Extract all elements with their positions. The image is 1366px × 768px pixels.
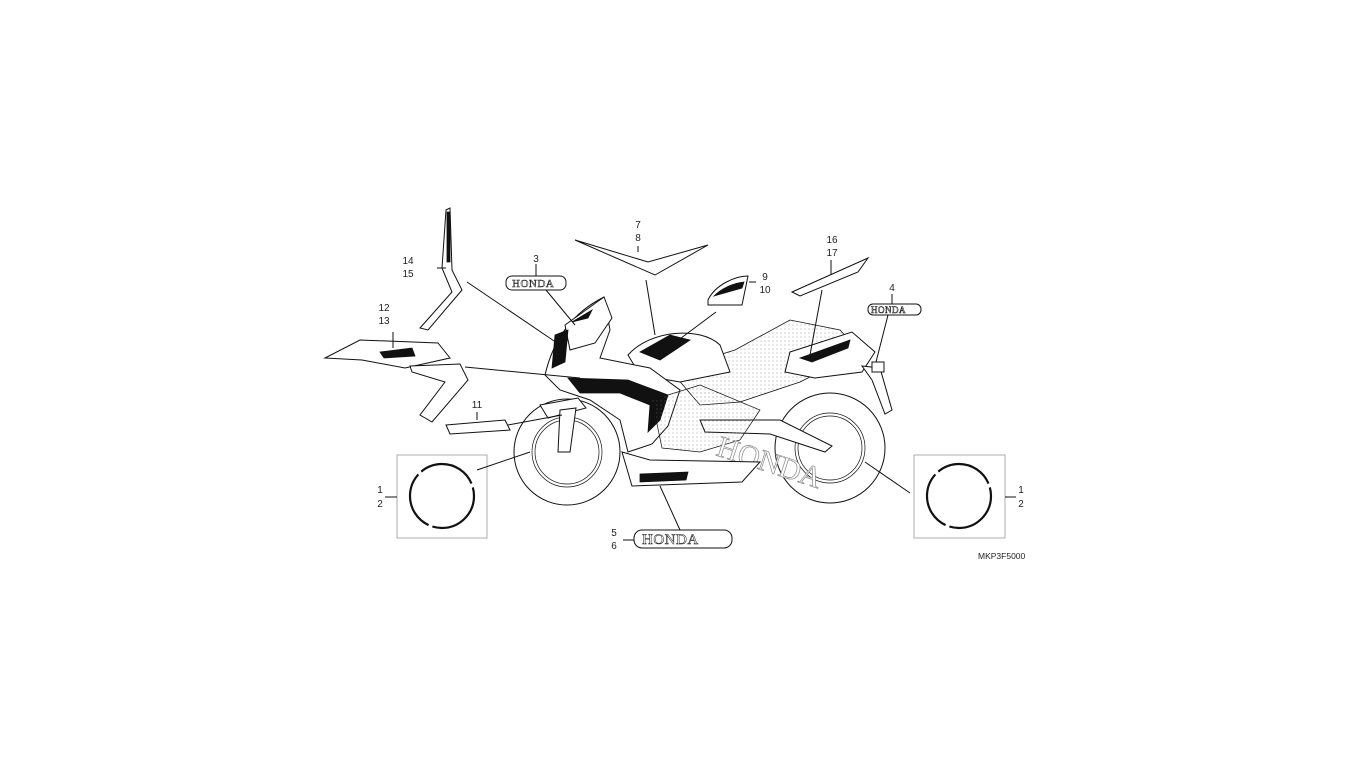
- callout-12-13: 12 13: [378, 303, 390, 327]
- callout-1-2-left: 1 2: [377, 485, 383, 510]
- callout-3: 3: [533, 254, 539, 265]
- callout-7-8: 7 8: [635, 220, 641, 244]
- leader-lines: [385, 246, 1016, 541]
- svg-text:2: 2: [377, 499, 383, 510]
- svg-text:1: 1: [377, 485, 383, 496]
- decal-cbr-emblem: [445, 419, 511, 435]
- motorcycle-illustration: HONDA: [513, 296, 893, 506]
- svg-text:15: 15: [402, 269, 414, 280]
- svg-text:3: 3: [533, 254, 539, 265]
- decal-tank-chevron: [574, 239, 709, 276]
- emblem-text-4: HONDA: [871, 305, 906, 315]
- callout-9-10: 9 10: [759, 272, 771, 296]
- callout-1-2-right: 1 2: [1018, 485, 1024, 510]
- decal-side-stripe-lower: [409, 363, 469, 423]
- svg-text:13: 13: [378, 316, 390, 327]
- emblem-text-5: HONDA: [642, 532, 699, 548]
- svg-text:7: 7: [635, 220, 641, 231]
- rim-stripe-left: [408, 462, 476, 530]
- svg-text:1: 1: [1018, 485, 1024, 496]
- callout-11: 11: [472, 400, 483, 411]
- svg-text:11: 11: [472, 400, 483, 411]
- decal-upper-stripe: [419, 207, 463, 331]
- svg-text:6: 6: [611, 541, 617, 552]
- svg-text:2: 2: [1018, 499, 1024, 510]
- svg-text:4: 4: [889, 283, 895, 294]
- decal-tail-stripe: [790, 256, 870, 297]
- svg-text:17: 17: [826, 248, 838, 259]
- decal-honda-emblem-4: [867, 303, 922, 316]
- svg-text:8: 8: [635, 233, 641, 244]
- svg-text:9: 9: [762, 272, 768, 283]
- svg-text:5: 5: [611, 528, 617, 539]
- callout-16-17: 16 17: [826, 235, 838, 259]
- emblem-text-3: HONDA: [512, 278, 554, 290]
- callout-4: 4: [889, 283, 895, 294]
- front-fender: [539, 397, 587, 419]
- callout-5-6: 5 6: [611, 528, 617, 552]
- rim-stripe-right: [925, 462, 993, 530]
- decal-honda-emblem-5: [633, 529, 733, 549]
- drawing-code: MKP3F5000: [978, 551, 1026, 561]
- svg-text:12: 12: [378, 303, 390, 314]
- svg-text:14: 14: [402, 256, 414, 267]
- svg-text:16: 16: [826, 235, 838, 246]
- callout-14-15: 14 15: [402, 256, 414, 280]
- svg-text:10: 10: [759, 285, 771, 296]
